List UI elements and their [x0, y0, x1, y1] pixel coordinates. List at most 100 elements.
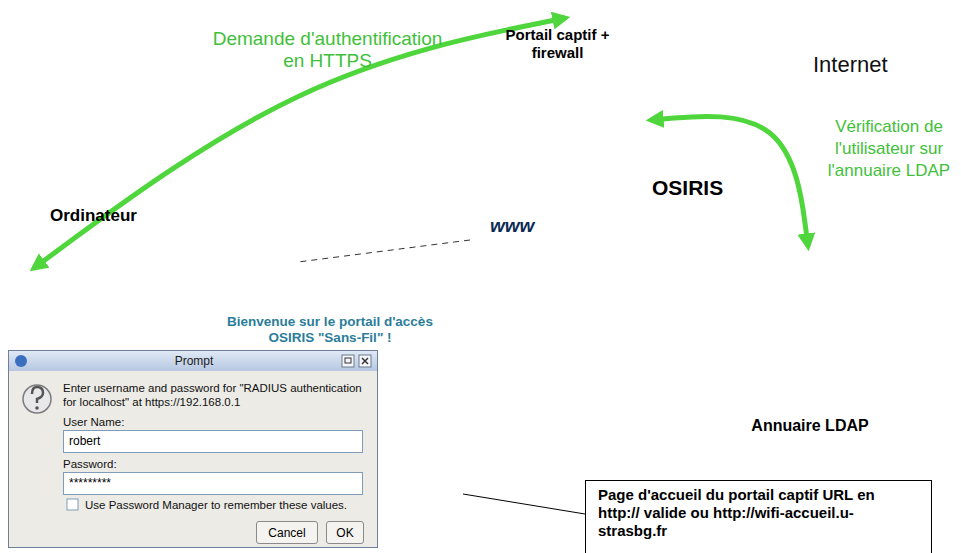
password-field: *********: [63, 472, 363, 495]
stone-wall-part: [541, 100, 558, 111]
browser-window-chrome-part: [148, 262, 463, 273]
stone-wall-part: [595, 100, 600, 111]
wifi-waves-part: [217, 243, 219, 258]
stone-wall-part: [523, 100, 540, 111]
stone-wall-part: [595, 220, 600, 231]
stone-wall-part: [541, 148, 558, 159]
wifi-waves-part: [280, 175, 283, 195]
ethernet-cable: [372, 176, 487, 180]
stone-wall-part: [487, 124, 504, 135]
stone-wall-part: [487, 100, 504, 111]
edge-label: Vérification de l'utilisateur sur l'annu…: [820, 116, 958, 182]
stone-wall-part: [523, 172, 540, 183]
node-text: Password:: [63, 457, 117, 471]
node-text: Page d'accueil du portail captif URL en …: [598, 486, 883, 540]
wooden-door-part: [545, 128, 546, 241]
stone-wall-part: [559, 220, 576, 231]
stone-wall-part: [568, 208, 585, 219]
cloud-shape: [590, 72, 961, 317]
laptop-illustration-part: [52, 305, 144, 322]
node-text: Portail captif + firewall: [495, 26, 620, 62]
stone-wall-part: [595, 172, 600, 183]
dialog-chrome-part: [35, 406, 39, 410]
dialog-chrome-part: [342, 355, 354, 367]
browser-window-chrome-part: [148, 282, 463, 299]
cancel-button: Cancel: [256, 521, 318, 544]
server-illustration: [735, 252, 885, 442]
stone-wall-part: [487, 100, 600, 242]
stone-wall-part: [523, 148, 540, 159]
dialog-chrome-part: [32, 387, 43, 403]
access-point-illustration-part: [310, 112, 372, 212]
stone-wall-part: [586, 184, 600, 195]
dialog-chrome-part: [359, 355, 371, 367]
laptop-illustration: [40, 232, 153, 332]
cloud-shape-part: [909, 0, 961, 47]
cloud-shape-part: [719, 246, 922, 318]
wooden-door-part: [543, 172, 553, 184]
www-label: www: [490, 214, 534, 237]
dialog-chrome-part: [9, 351, 377, 371]
stone-wall-part: [586, 112, 600, 123]
dialog-chrome-part: [362, 358, 368, 364]
stone-wall-part: [595, 124, 600, 135]
stone-wall-part: [496, 136, 513, 147]
browser-window-chrome-part: [155, 285, 165, 295]
wifi-waves-part: [265, 168, 270, 203]
browser-window-chrome-part: [385, 285, 415, 296]
stone-wall-part: [550, 136, 567, 147]
node-text: OK: [327, 526, 363, 540]
wifi-waves-part: [191, 230, 196, 271]
stone-wall-part: [568, 112, 585, 123]
zoom-dashed-line: [298, 240, 470, 262]
server-illustration-part: [785, 255, 860, 262]
ldap-check-arrow: [651, 116, 808, 246]
stone-wall-part: [541, 124, 558, 135]
cloud-shape-part: [910, 0, 961, 45]
stone-wall-part: [523, 196, 540, 207]
username-field: robert: [63, 430, 363, 453]
cloud-shape-part: [818, 171, 961, 314]
stone-wall-part: [550, 160, 567, 171]
dialog-chrome-part: [15, 355, 27, 367]
stone-wall-part: [577, 220, 594, 231]
node-text: OSIRIS: [652, 175, 723, 200]
stone-wall-part: [523, 124, 540, 135]
stone-wall-part: [568, 232, 585, 243]
stone-wall-part: [559, 196, 576, 207]
browser-window-chrome-part: [451, 264, 459, 271]
cloud-shape-part: [745, 54, 805, 106]
node-text: robert: [69, 434, 100, 448]
ldap-directory-server: Annuaire LDAP: [735, 252, 885, 442]
www-server-box: [483, 196, 557, 262]
access-point-illustration-part: [310, 112, 355, 205]
browser-window-chrome-part: [440, 264, 448, 271]
stone-wall-part: [514, 160, 531, 171]
stone-wall-part: [568, 136, 585, 147]
node-text: Ordinateur: [50, 206, 155, 226]
server-illustration-part: [792, 302, 838, 307]
stone-wall-part: [568, 160, 585, 171]
browser-window-chrome-part: [384, 434, 434, 436]
stone-wall-part: [487, 160, 495, 171]
fire-flames: [596, 128, 643, 238]
edge-label: Demande d'authentification en HTTPS: [200, 28, 455, 72]
stone-wall-part: [532, 136, 549, 147]
browser-window-chrome-part: [452, 309, 462, 505]
access-point-illustration: [310, 112, 372, 212]
stone-wall-part: [577, 172, 594, 183]
stone-wall-part: [559, 148, 576, 159]
stone-wall-part: [532, 112, 549, 123]
cloud-shape-part: [885, 15, 961, 105]
ok-button: OK: [326, 521, 364, 544]
computer-node: Ordinateur: [40, 198, 158, 338]
laptop-illustration-part: [52, 232, 143, 305]
stone-wall-part: [559, 100, 576, 111]
browser-window-chrome-part: [384, 428, 446, 430]
internet-cloud: Internet: [745, 0, 961, 122]
cloud-shape-part: [819, 82, 961, 202]
zoom-leader-lines: [470, 272, 540, 498]
cloud-shape-part: [774, 52, 947, 119]
server-illustration-part: [795, 370, 838, 371]
